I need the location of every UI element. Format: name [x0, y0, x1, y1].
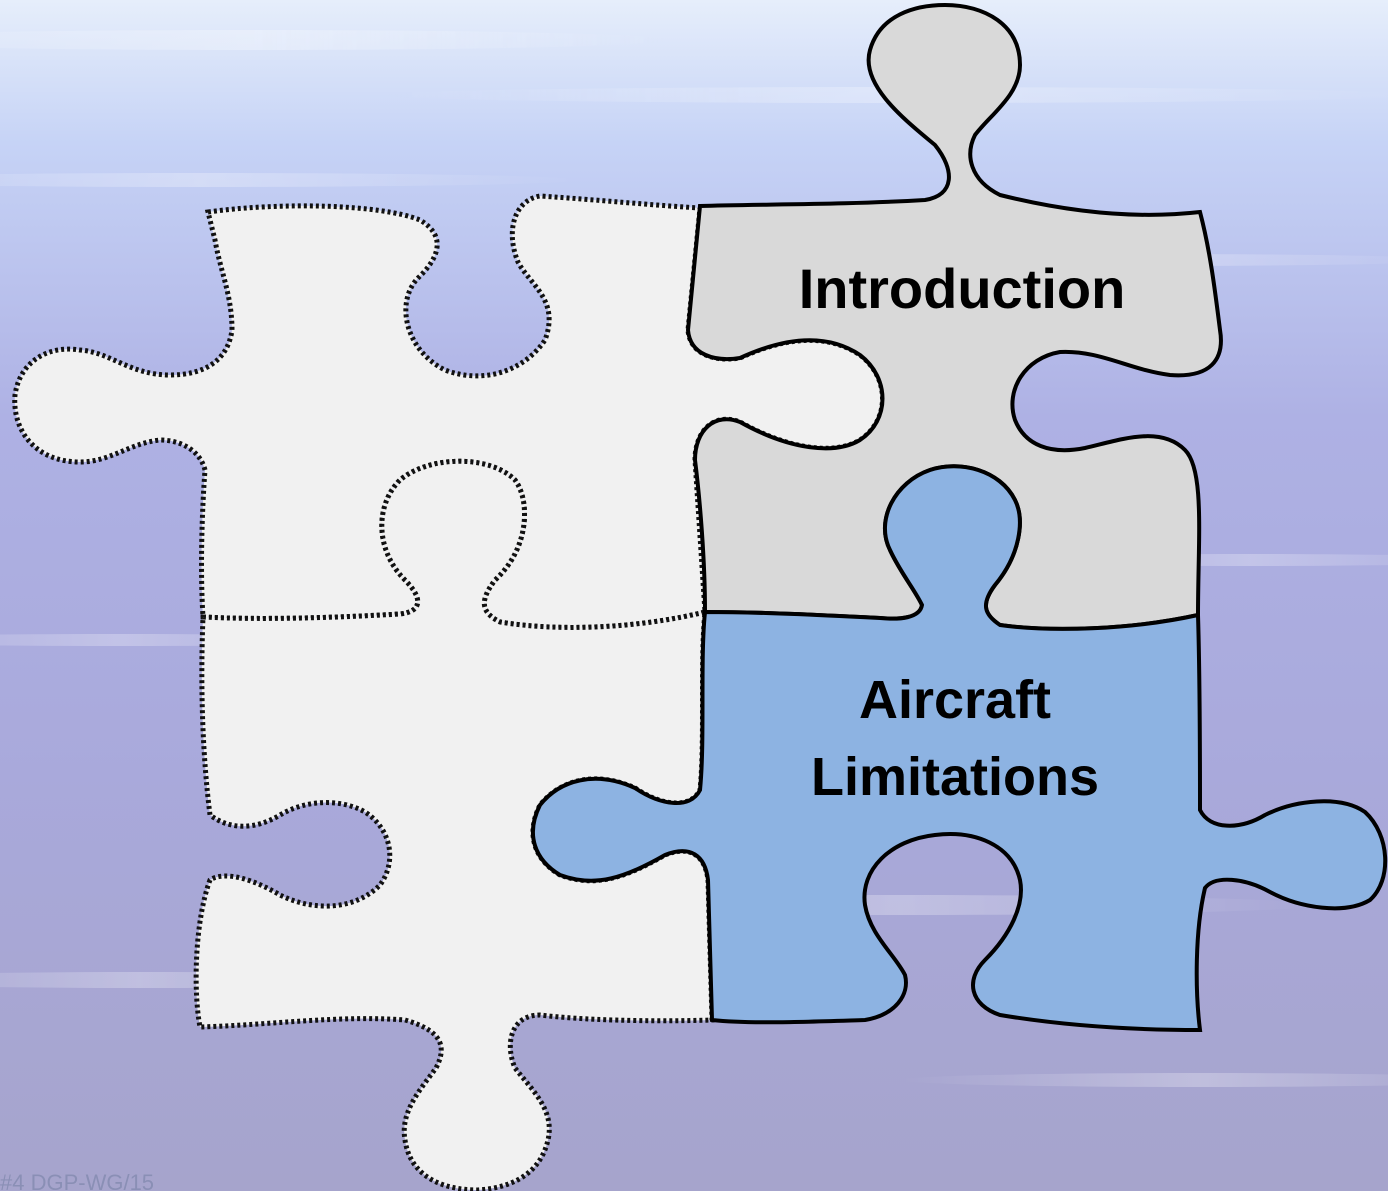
limitations-label: Limitations [811, 747, 1099, 807]
puzzle-piece-bottom-left [193, 458, 715, 1193]
aircraft-label: Aircraft [859, 670, 1051, 730]
introduction-label: Introduction [799, 257, 1126, 320]
slide-footer: #4 DGP-WG/15 [0, 1170, 155, 1195]
puzzle-piece-introduction [685, 2, 1223, 631]
puzzle-piece-aircraft-limitations [530, 464, 1388, 1033]
